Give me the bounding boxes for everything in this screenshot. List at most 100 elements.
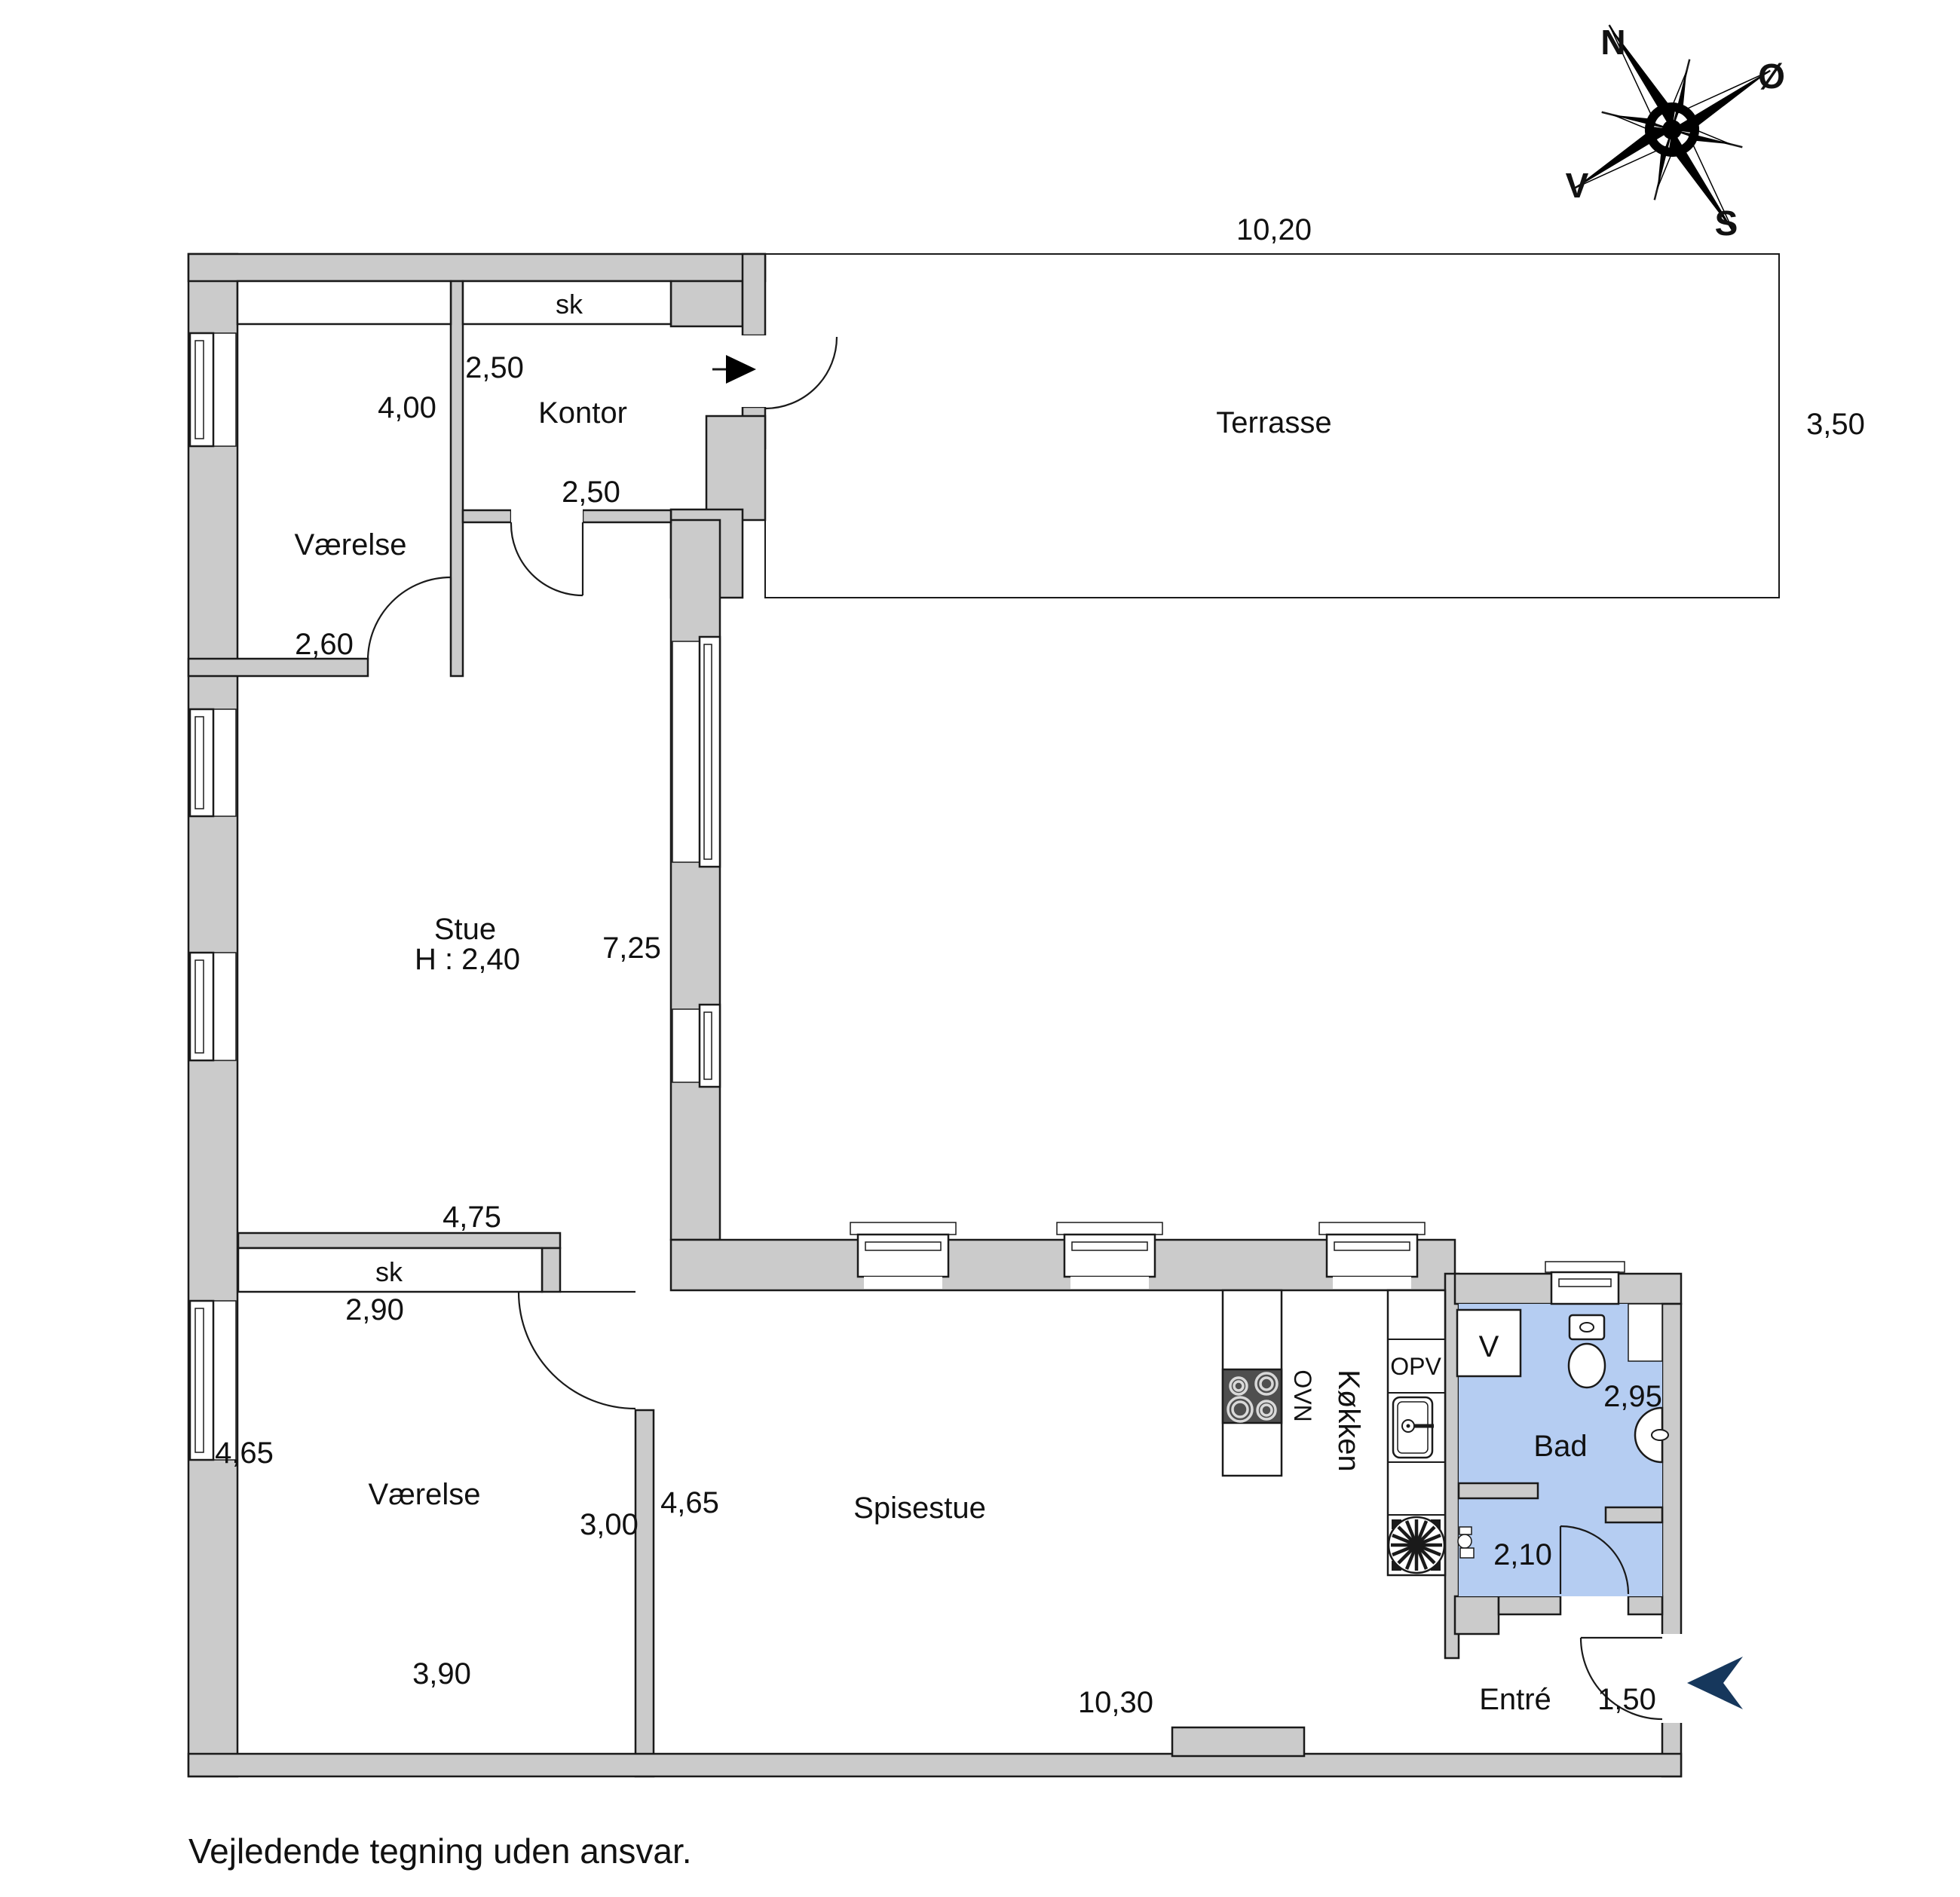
windows-dining — [850, 1222, 1625, 1305]
wall-closet-stub — [541, 1247, 562, 1293]
wall-bedroom-top-bottom — [187, 657, 369, 678]
wall-top-outer — [187, 252, 767, 283]
shower-faucet-icon — [1457, 1526, 1475, 1559]
closet-bedroom-bottom — [237, 1247, 544, 1293]
kitchen-tap-dot — [1406, 1424, 1410, 1428]
door-arc-bedroom-bottom — [517, 1291, 636, 1410]
window-living-right-2 — [672, 1003, 721, 1088]
kitchen-fittings — [1221, 1289, 1447, 1577]
terrace-label: Terrasse — [1216, 406, 1331, 439]
dim-dining-width: 10,30 — [1078, 1686, 1153, 1719]
closet-top-label: sk — [556, 289, 583, 320]
dim-bath-depth: 2,95 — [1603, 1380, 1662, 1413]
dishwasher-label: OPV — [1390, 1353, 1441, 1380]
windows-left — [188, 332, 237, 1461]
dim-office-bottom: 2,50 — [562, 476, 620, 509]
wall-bath-bottom-c — [1627, 1595, 1664, 1616]
dim-dining-depth: 4,65 — [660, 1486, 719, 1519]
wall-office-bottom-right — [581, 509, 672, 524]
compass-north-label: N — [1600, 23, 1625, 62]
compass-rose-icon: N Ø V S — [1566, 23, 1785, 243]
door-arc-bath — [1560, 1525, 1630, 1595]
closet-office — [461, 280, 672, 326]
closet-bottom-label: sk — [375, 1256, 403, 1287]
toilet-bowl — [1567, 1342, 1606, 1389]
footer-disclaimer: Vejledende tegning uden ansvar. — [188, 1831, 692, 1871]
bath-label: Bad — [1533, 1430, 1587, 1463]
kitchen-column-dividers — [1388, 1339, 1445, 1576]
window-living-1 — [188, 708, 237, 818]
entry-label: Entré — [1479, 1683, 1551, 1716]
closet-unlabeled — [236, 280, 452, 326]
wall-bedroom-dining-divider — [634, 1409, 655, 1778]
washer-box — [1456, 1308, 1522, 1378]
door-arc-bedroom-top — [366, 576, 452, 661]
wall-step-block — [705, 415, 767, 522]
window-bedroom-bottom — [188, 1299, 237, 1461]
dining-label: Spisestue — [853, 1492, 986, 1525]
dim-bedroom-bottom-width: 3,90 — [412, 1657, 471, 1690]
washer-label: V — [1479, 1330, 1499, 1363]
wall-bottom-outer — [187, 1752, 1683, 1778]
bath-stub-right — [1604, 1506, 1664, 1524]
window-dining-3 — [1318, 1222, 1426, 1289]
compass-east-label: Ø — [1758, 57, 1785, 96]
fan-fixture — [1387, 1516, 1446, 1574]
living-height-label: H : 2,40 — [415, 943, 520, 976]
window-dining-1 — [850, 1222, 957, 1289]
kitchen-label: Køkken — [1332, 1369, 1365, 1472]
window-living-right-1 — [672, 635, 721, 868]
bath-stub-left — [1457, 1482, 1539, 1500]
bath-sink-tap — [1651, 1429, 1669, 1441]
office-label: Kontor — [538, 396, 627, 430]
wall-dining-north — [669, 1238, 1456, 1292]
door-arc-terrace — [764, 336, 838, 410]
windows-right — [672, 635, 721, 1088]
dim-entry-door: 1,50 — [1597, 1683, 1656, 1716]
bedroom-bottom-label: Værelse — [369, 1478, 481, 1511]
wall-bottom-bump — [1171, 1726, 1306, 1758]
door-arc-entry — [1579, 1637, 1663, 1721]
wall-living-right — [669, 519, 721, 1241]
toilet-button — [1579, 1322, 1594, 1332]
dim-bedroom-bottom-depth: 4,65 — [215, 1437, 274, 1470]
door-gap-bedroom-top — [369, 657, 449, 678]
dim-bath-width: 2,10 — [1493, 1538, 1552, 1571]
dim-bedroom-top-width: 2,60 — [295, 628, 354, 661]
dim-bedroom-bottom-door: 3,00 — [580, 1508, 639, 1541]
wall-bath-bottom-a — [1453, 1595, 1500, 1635]
living-label: Stue — [434, 913, 496, 946]
compass-west-label: V — [1566, 166, 1589, 205]
door-gap-entry — [1658, 1634, 1683, 1723]
exit-arrow-icon — [726, 355, 756, 384]
stove-burners — [1227, 1372, 1279, 1423]
wall-bath-bottom-b — [1497, 1595, 1562, 1616]
dim-closet-bottom-width: 2,90 — [345, 1293, 404, 1326]
doors — [366, 335, 1683, 1723]
dim-living-depth: 7,25 — [602, 932, 661, 965]
walls — [187, 252, 1683, 1778]
window-living-2 — [188, 951, 237, 1062]
wall-right-upper — [1661, 1302, 1683, 1637]
entrance-arrow-icon — [1687, 1657, 1743, 1709]
bath-notch — [1628, 1303, 1663, 1362]
wall-office-bottom-left — [461, 509, 513, 524]
wall-office-right-a — [741, 252, 767, 337]
dim-office-top: 2,50 — [465, 351, 524, 384]
stove-label: OVN — [1289, 1369, 1316, 1421]
dimension-labels: 10,20 3,50 2,50 2,50 4,00 2,60 7,25 4,75… — [215, 213, 1865, 1719]
wall-living-south — [237, 1232, 562, 1250]
dim-terrace-depth: 3,50 — [1806, 408, 1865, 441]
window-bedroom-top — [188, 332, 237, 448]
wall-office-ne-block — [669, 280, 744, 328]
dim-bedroom-top-depth: 4,00 — [378, 391, 436, 424]
door-gap-office — [511, 509, 583, 524]
wall-divider-bedroom-office — [449, 280, 464, 678]
bedroom-top-label: Værelse — [295, 528, 407, 561]
terrace-outline — [764, 253, 1780, 598]
dim-terrace-width: 10,20 — [1236, 213, 1312, 246]
window-bath — [1545, 1261, 1625, 1305]
compass-south-label: S — [1715, 203, 1738, 243]
